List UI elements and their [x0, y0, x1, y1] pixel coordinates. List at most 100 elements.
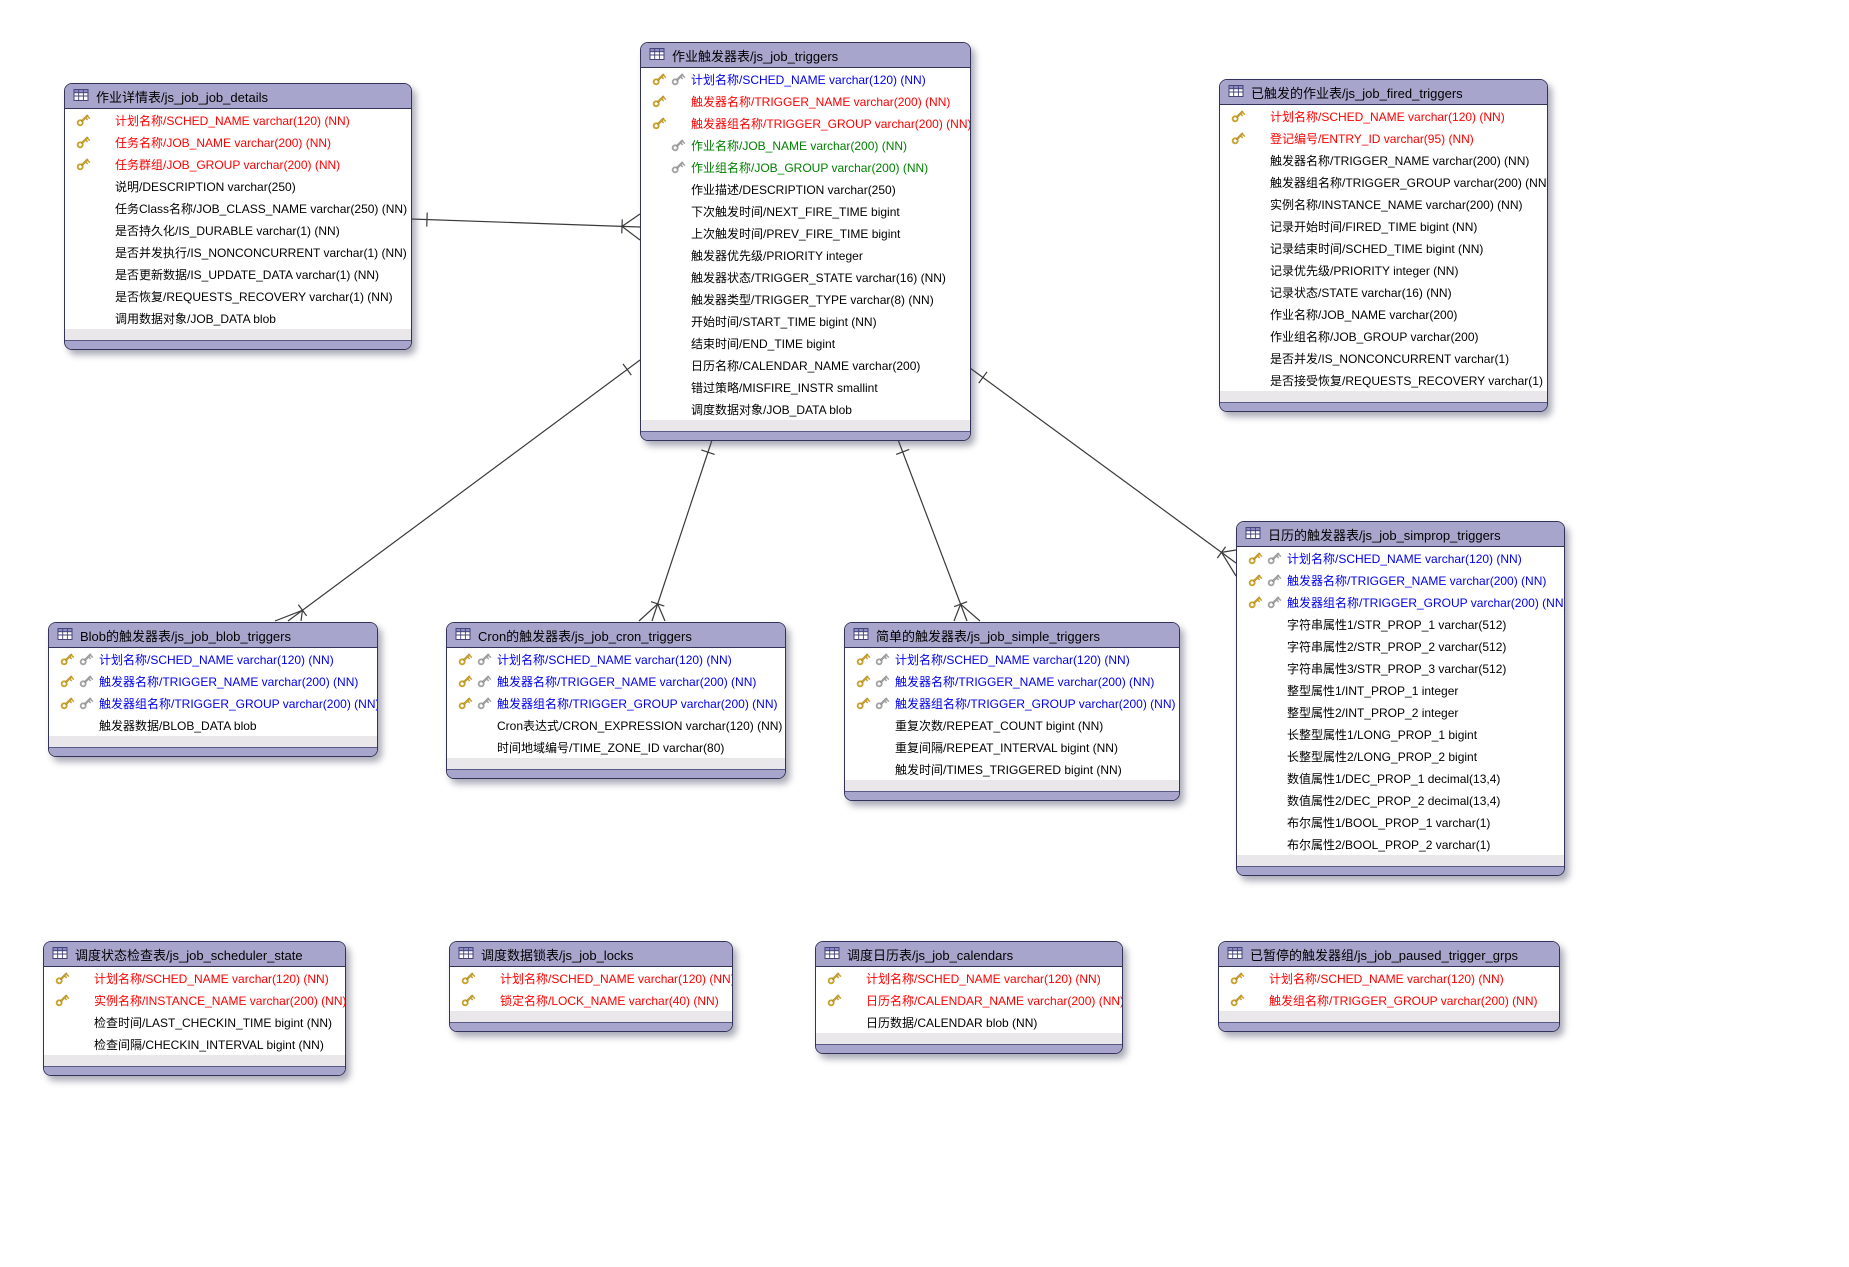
- column-row[interactable]: 触发器数据/BLOB_DATA blob: [49, 714, 377, 736]
- entity-table-header[interactable]: 调度数据锁表/js_job_locks: [450, 942, 732, 967]
- entity-table-js_job_simple_triggers[interactable]: 简单的触发器表/js_job_simple_triggers 计划名称/SCHE…: [844, 622, 1180, 801]
- entity-table-js_job_scheduler_state[interactable]: 调度状态检查表/js_job_scheduler_state 计划名称/SCHE…: [43, 941, 346, 1076]
- entity-table-js_job_calendars[interactable]: 调度日历表/js_job_calendars 计划名称/SCHED_NAME v…: [815, 941, 1123, 1054]
- column-row[interactable]: 日历名称/CALENDAR_NAME varchar(200): [641, 354, 970, 376]
- column-row[interactable]: 实例名称/INSTANCE_NAME varchar(200) (NN): [44, 989, 345, 1011]
- column-row[interactable]: 说明/DESCRIPTION varchar(250): [65, 175, 411, 197]
- column-row[interactable]: 登记编号/ENTRY_ID varchar(95) (NN): [1220, 127, 1547, 149]
- entity-table-header[interactable]: 作业详情表/js_job_job_details: [65, 84, 411, 109]
- column-row[interactable]: 记录开始时间/FIRED_TIME bigint (NN): [1220, 215, 1547, 237]
- column-row[interactable]: 触发器组名称/TRIGGER_GROUP varchar(200) (NN): [1237, 591, 1564, 613]
- entity-table-header[interactable]: Cron的触发器表/js_job_cron_triggers: [447, 623, 785, 648]
- column-row[interactable]: 是否并发/IS_NONCONCURRENT varchar(1): [1220, 347, 1547, 369]
- column-row[interactable]: 触发器名称/TRIGGER_NAME varchar(200) (NN): [447, 670, 785, 692]
- column-row[interactable]: 计划名称/SCHED_NAME varchar(120) (NN): [1219, 967, 1559, 989]
- column-row[interactable]: 触发器名称/TRIGGER_NAME varchar(200) (NN): [1237, 569, 1564, 591]
- column-row[interactable]: 实例名称/INSTANCE_NAME varchar(200) (NN): [1220, 193, 1547, 215]
- column-row[interactable]: 触发器组名称/TRIGGER_GROUP varchar(200) (NN): [49, 692, 377, 714]
- entity-table-header[interactable]: 作业触发器表/js_job_triggers: [641, 43, 970, 68]
- entity-table-js_job_simprop_triggers[interactable]: 日历的触发器表/js_job_simprop_triggers 计划名称/SCH…: [1236, 521, 1565, 876]
- column-row[interactable]: 整型属性2/INT_PROP_2 integer: [1237, 701, 1564, 723]
- column-row[interactable]: 计划名称/SCHED_NAME varchar(120) (NN): [1237, 547, 1564, 569]
- column-row[interactable]: 作业组名称/JOB_GROUP varchar(200) (NN): [641, 156, 970, 178]
- column-row[interactable]: 计划名称/SCHED_NAME varchar(120) (NN): [450, 967, 732, 989]
- column-row[interactable]: 数值属性1/DEC_PROP_1 decimal(13,4): [1237, 767, 1564, 789]
- entity-table-header[interactable]: 日历的触发器表/js_job_simprop_triggers: [1237, 522, 1564, 547]
- column-row[interactable]: 整型属性1/INT_PROP_1 integer: [1237, 679, 1564, 701]
- column-row[interactable]: 记录优先级/PRIORITY integer (NN): [1220, 259, 1547, 281]
- column-row[interactable]: 任务群组/JOB_GROUP varchar(200) (NN): [65, 153, 411, 175]
- column-row[interactable]: 触发器名称/TRIGGER_NAME varchar(200) (NN): [1220, 149, 1547, 171]
- entity-table-js_job_blob_triggers[interactable]: Blob的触发器表/js_job_blob_triggers 计划名称/SCHE…: [48, 622, 378, 757]
- column-row[interactable]: 记录结束时间/SCHED_TIME bigint (NN): [1220, 237, 1547, 259]
- entity-table-js_job_triggers[interactable]: 作业触发器表/js_job_triggers 计划名称/SCHED_NAME v…: [640, 42, 971, 441]
- column-row[interactable]: 触发器组名称/TRIGGER_GROUP varchar(200) (NN): [641, 112, 970, 134]
- column-row[interactable]: 检查时间/LAST_CHECKIN_TIME bigint (NN): [44, 1011, 345, 1033]
- column-row[interactable]: 长整型属性2/LONG_PROP_2 bigint: [1237, 745, 1564, 767]
- column-row[interactable]: 字符串属性2/STR_PROP_2 varchar(512): [1237, 635, 1564, 657]
- column-row[interactable]: 计划名称/SCHED_NAME varchar(120) (NN): [447, 648, 785, 670]
- column-row[interactable]: 作业描述/DESCRIPTION varchar(250): [641, 178, 970, 200]
- column-row[interactable]: 调用数据对象/JOB_DATA blob: [65, 307, 411, 329]
- entity-table-js_job_fired_triggers[interactable]: 已触发的作业表/js_job_fired_triggers 计划名称/SCHED…: [1219, 79, 1548, 412]
- column-row[interactable]: 触发时间/TIMES_TRIGGERED bigint (NN): [845, 758, 1179, 780]
- column-row[interactable]: 长整型属性1/LONG_PROP_1 bigint: [1237, 723, 1564, 745]
- column-row[interactable]: 重复次数/REPEAT_COUNT bigint (NN): [845, 714, 1179, 736]
- column-row[interactable]: 开始时间/START_TIME bigint (NN): [641, 310, 970, 332]
- column-row[interactable]: 日历名称/CALENDAR_NAME varchar(200) (NN): [816, 989, 1122, 1011]
- column-row[interactable]: 触发器组名称/TRIGGER_GROUP varchar(200) (NN): [447, 692, 785, 714]
- column-row[interactable]: 任务名称/JOB_NAME varchar(200) (NN): [65, 131, 411, 153]
- column-row[interactable]: 计划名称/SCHED_NAME varchar(120) (NN): [845, 648, 1179, 670]
- column-row[interactable]: 记录状态/STATE varchar(16) (NN): [1220, 281, 1547, 303]
- column-row[interactable]: 锁定名称/LOCK_NAME varchar(40) (NN): [450, 989, 732, 1011]
- column-row[interactable]: 作业名称/JOB_NAME varchar(200): [1220, 303, 1547, 325]
- entity-table-header[interactable]: 简单的触发器表/js_job_simple_triggers: [845, 623, 1179, 648]
- entity-table-js_job_paused_trigger_grps[interactable]: 已暂停的触发器组/js_job_paused_trigger_grps 计划名称…: [1218, 941, 1560, 1032]
- column-row[interactable]: 作业组名称/JOB_GROUP varchar(200): [1220, 325, 1547, 347]
- column-row[interactable]: 调度数据对象/JOB_DATA blob: [641, 398, 970, 420]
- column-row[interactable]: 检查间隔/CHECKIN_INTERVAL bigint (NN): [44, 1033, 345, 1055]
- entity-table-header[interactable]: 调度状态检查表/js_job_scheduler_state: [44, 942, 345, 967]
- column-row[interactable]: 是否恢复/REQUESTS_RECOVERY varchar(1) (NN): [65, 285, 411, 307]
- column-row[interactable]: 触发器名称/TRIGGER_NAME varchar(200) (NN): [845, 670, 1179, 692]
- column-row[interactable]: Cron表达式/CRON_EXPRESSION varchar(120) (NN…: [447, 714, 785, 736]
- column-row[interactable]: 下次触发时间/NEXT_FIRE_TIME bigint: [641, 200, 970, 222]
- entity-table-header[interactable]: 已触发的作业表/js_job_fired_triggers: [1220, 80, 1547, 105]
- column-row[interactable]: 触发组名称/TRIGGER_GROUP varchar(200) (NN): [1219, 989, 1559, 1011]
- entity-table-js_job_locks[interactable]: 调度数据锁表/js_job_locks 计划名称/SCHED_NAME varc…: [449, 941, 733, 1032]
- entity-table-header[interactable]: Blob的触发器表/js_job_blob_triggers: [49, 623, 377, 648]
- column-row[interactable]: 数值属性2/DEC_PROP_2 decimal(13,4): [1237, 789, 1564, 811]
- column-row[interactable]: 是否持久化/IS_DURABLE varchar(1) (NN): [65, 219, 411, 241]
- column-row[interactable]: 时间地域编号/TIME_ZONE_ID varchar(80): [447, 736, 785, 758]
- column-row[interactable]: 是否接受恢复/REQUESTS_RECOVERY varchar(1): [1220, 369, 1547, 391]
- column-row[interactable]: 布尔属性2/BOOL_PROP_2 varchar(1): [1237, 833, 1564, 855]
- column-row[interactable]: 上次触发时间/PREV_FIRE_TIME bigint: [641, 222, 970, 244]
- column-row[interactable]: 字符串属性3/STR_PROP_3 varchar(512): [1237, 657, 1564, 679]
- column-row[interactable]: 计划名称/SCHED_NAME varchar(120) (NN): [44, 967, 345, 989]
- entity-table-header[interactable]: 调度日历表/js_job_calendars: [816, 942, 1122, 967]
- column-row[interactable]: 计划名称/SCHED_NAME varchar(120) (NN): [816, 967, 1122, 989]
- column-row[interactable]: 错过策略/MISFIRE_INSTR smallint: [641, 376, 970, 398]
- column-row[interactable]: 触发器组名称/TRIGGER_GROUP varchar(200) (NN): [845, 692, 1179, 714]
- column-row[interactable]: 计划名称/SCHED_NAME varchar(120) (NN): [65, 109, 411, 131]
- column-row[interactable]: 任务Class名称/JOB_CLASS_NAME varchar(250) (N…: [65, 197, 411, 219]
- column-row[interactable]: 重复间隔/REPEAT_INTERVAL bigint (NN): [845, 736, 1179, 758]
- entity-table-header[interactable]: 已暂停的触发器组/js_job_paused_trigger_grps: [1219, 942, 1559, 967]
- column-row[interactable]: 是否更新数据/IS_UPDATE_DATA varchar(1) (NN): [65, 263, 411, 285]
- entity-table-js_job_job_details[interactable]: 作业详情表/js_job_job_details 计划名称/SCHED_NAME…: [64, 83, 412, 350]
- column-row[interactable]: 字符串属性1/STR_PROP_1 varchar(512): [1237, 613, 1564, 635]
- column-row[interactable]: 作业名称/JOB_NAME varchar(200) (NN): [641, 134, 970, 156]
- column-row[interactable]: 触发器名称/TRIGGER_NAME varchar(200) (NN): [49, 670, 377, 692]
- column-row[interactable]: 触发器优先级/PRIORITY integer: [641, 244, 970, 266]
- column-row[interactable]: 触发器名称/TRIGGER_NAME varchar(200) (NN): [641, 90, 970, 112]
- column-row[interactable]: 计划名称/SCHED_NAME varchar(120) (NN): [1220, 105, 1547, 127]
- column-row[interactable]: 是否并发执行/IS_NONCONCURRENT varchar(1) (NN): [65, 241, 411, 263]
- column-row[interactable]: 触发器组名称/TRIGGER_GROUP varchar(200) (NN): [1220, 171, 1547, 193]
- entity-table-js_job_cron_triggers[interactable]: Cron的触发器表/js_job_cron_triggers 计划名称/SCHE…: [446, 622, 786, 779]
- column-row[interactable]: 布尔属性1/BOOL_PROP_1 varchar(1): [1237, 811, 1564, 833]
- column-row[interactable]: 触发器类型/TRIGGER_TYPE varchar(8) (NN): [641, 288, 970, 310]
- column-row[interactable]: 计划名称/SCHED_NAME varchar(120) (NN): [49, 648, 377, 670]
- column-row[interactable]: 计划名称/SCHED_NAME varchar(120) (NN): [641, 68, 970, 90]
- column-row[interactable]: 触发器状态/TRIGGER_STATE varchar(16) (NN): [641, 266, 970, 288]
- column-row[interactable]: 日历数据/CALENDAR blob (NN): [816, 1011, 1122, 1033]
